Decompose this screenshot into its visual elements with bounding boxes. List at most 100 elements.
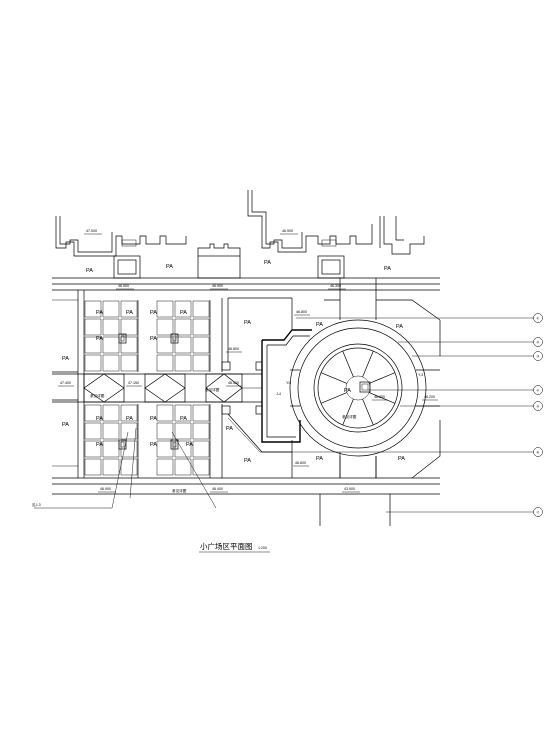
plaza-ring [289, 319, 427, 457]
center-block-inner [361, 383, 369, 391]
paving-tile [192, 318, 210, 336]
paving-tile [156, 404, 174, 422]
callout-number: ⑤ [536, 404, 540, 408]
callout-circle [533, 385, 543, 395]
paving-tile [102, 318, 120, 336]
plaza-ring [317, 347, 399, 429]
elev-left: 47.400 [60, 381, 71, 385]
paving-tile [84, 300, 102, 318]
paving-tile [120, 318, 138, 336]
top-building-outlines [55, 190, 425, 279]
paving-tile [192, 404, 210, 422]
paving-tile [156, 354, 174, 372]
drawing-title: 小广场区平面图 1:200 [199, 541, 270, 553]
elev-plaza-1: 46.800 [296, 310, 307, 314]
paving-label: PA [180, 416, 187, 422]
callout-circle [533, 401, 543, 411]
paving-label: PA [96, 310, 103, 316]
elev-axis-2: 46.900 [212, 284, 223, 288]
paving-tile [102, 354, 120, 372]
paving-label: PA [384, 266, 391, 272]
seat-box [118, 439, 127, 450]
callout-circle [533, 351, 543, 361]
elev-top-1: 47.000 [86, 229, 97, 233]
plaza-ring [297, 327, 419, 449]
seat-box [118, 333, 127, 344]
radial-spoke [362, 398, 374, 426]
callout-circle [533, 447, 543, 457]
paving-tile [84, 440, 102, 458]
seat-box [170, 439, 179, 450]
paving-tile [120, 404, 138, 422]
paving-tile [102, 458, 120, 476]
paving-label: PA [396, 324, 403, 330]
callout-circle [533, 507, 543, 517]
paving-tile [84, 458, 102, 476]
paving-label: PA [244, 320, 251, 326]
paving-label: PA [344, 388, 351, 394]
paving-label: PA [150, 442, 157, 448]
paving-grid [84, 300, 211, 478]
title-text: 小广场区平面图 [200, 541, 253, 551]
paving-tile [84, 404, 102, 422]
paving-tile [156, 440, 174, 458]
paving-tile [174, 318, 192, 336]
callout-number: ③ [536, 354, 540, 358]
paving-label: PA [86, 268, 93, 274]
paving-tile [192, 336, 210, 354]
radial-spoke [342, 398, 354, 426]
paving-label: PA [150, 336, 157, 342]
seat-inner [120, 441, 125, 448]
radial-spoke [368, 392, 396, 404]
elev-bottom-2: 46.400 [212, 487, 223, 491]
seat-box [170, 333, 179, 344]
elev-top-2: 46.900 [282, 229, 293, 233]
elev-bottom-1: 46.900 [100, 487, 111, 491]
paving-label: PA [126, 416, 133, 422]
callout-number: ⑥ [536, 450, 540, 454]
paving-tile [174, 354, 192, 372]
paving-tile [192, 300, 210, 318]
elev-plaza-2: 46.800 [228, 347, 239, 351]
circular-plaza [289, 300, 440, 478]
paving-tile [84, 318, 102, 336]
seat-inner [172, 441, 177, 448]
paving-label: PA [226, 426, 233, 432]
paving-label: PA [62, 422, 69, 428]
paving-tile [192, 458, 210, 476]
paving-tile [84, 422, 102, 440]
paving-tile [102, 422, 120, 440]
radial-spoke [368, 372, 396, 384]
paving-tile [120, 336, 138, 354]
paving-label: PA [96, 416, 103, 422]
label-detail-4: 参见详图 [172, 488, 187, 493]
plaza-ring [313, 343, 403, 433]
paving-label: PA [96, 442, 103, 448]
paving-label: PA [126, 310, 133, 316]
paving-label: PA [244, 458, 251, 464]
callout-circle [533, 313, 543, 323]
callout-number: ② [536, 340, 540, 344]
label-detail-1: 参见详图 [90, 393, 105, 398]
paving-tile [120, 354, 138, 372]
seat-inner [120, 335, 125, 342]
elev-axis-3: 46.300 [330, 284, 341, 288]
label-j4: J-4 [276, 392, 281, 396]
plan-labels: J-4 YG Y-3 参见详图 参见详图 参见详图 参见详图 [90, 373, 423, 493]
radial-spoke [362, 350, 374, 378]
center-block [359, 381, 371, 393]
label-detail-3: 参见详图 [342, 414, 357, 419]
label-detail-2: 参见详图 [205, 387, 220, 392]
paving-tile [156, 336, 174, 354]
axis-band [52, 361, 262, 415]
paving-label: PA [96, 336, 103, 342]
paving-tile [174, 300, 192, 318]
elev-axis-1: 46.900 [118, 284, 129, 288]
seat-inner [172, 335, 177, 342]
callout-number: ⑦ [536, 510, 540, 514]
paving-label: PA [316, 322, 323, 328]
paving-tile [156, 422, 174, 440]
paving-tile [174, 422, 192, 440]
callout-number: ① [536, 316, 540, 320]
